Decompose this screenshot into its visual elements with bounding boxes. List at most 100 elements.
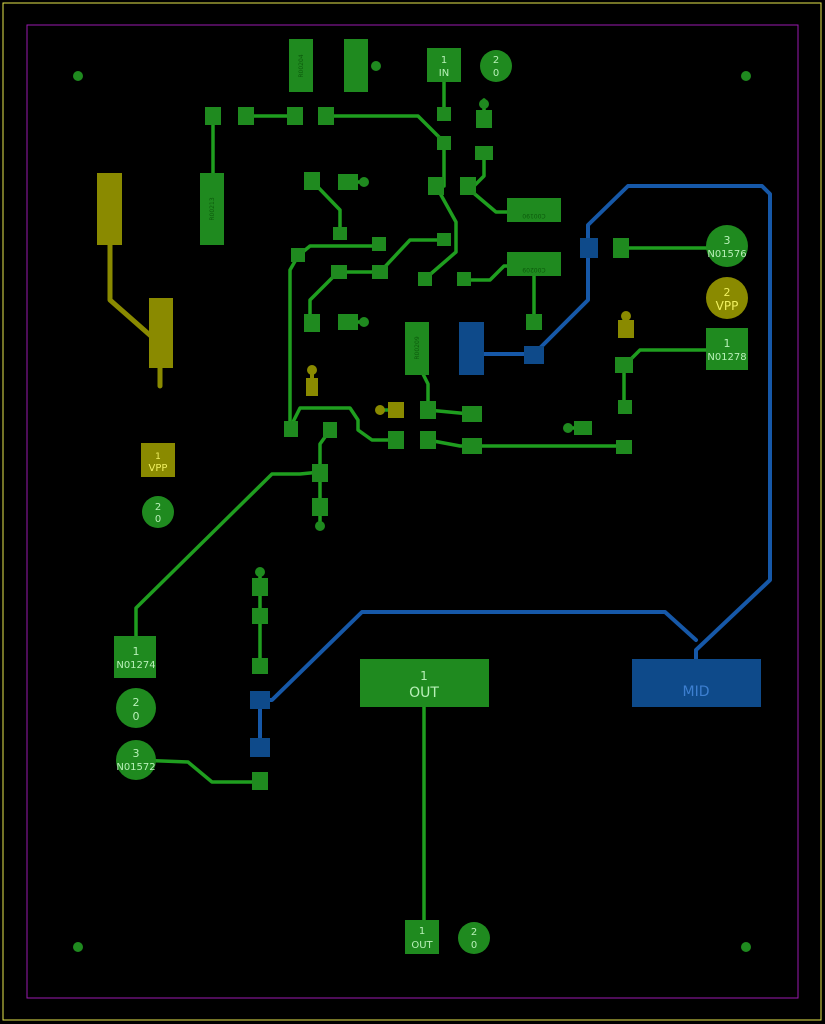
pad-n01274-num: 1	[133, 645, 140, 658]
blue-pad-small-3	[250, 691, 270, 709]
pad-n01274-label: N01274	[116, 660, 155, 671]
pad-l9-dot	[315, 521, 325, 531]
trace-blue-2	[470, 246, 590, 356]
pad-m2	[338, 174, 358, 190]
part-labels: R00204 R00213 R00209 C00190 C00209	[209, 54, 546, 359]
pad-in-gnd-net: 0	[493, 68, 499, 79]
pad-n01274-gnd-num: 2	[133, 696, 140, 709]
pad-m3	[428, 177, 444, 195]
pad-in-gnd-num: 2	[493, 55, 499, 66]
trace-top-24	[134, 428, 332, 642]
pad-m14-dot	[359, 317, 369, 327]
pad-out-small[interactable]	[405, 920, 439, 954]
pad-l3	[420, 401, 436, 419]
yellow-dot-a	[307, 365, 317, 375]
trace-top-9	[296, 244, 382, 258]
pad-m9	[331, 265, 347, 279]
pad-r5	[574, 421, 592, 435]
pad-s8	[475, 146, 493, 160]
pad-l4	[462, 406, 482, 422]
pad-out-big-num: 1	[420, 669, 428, 683]
pad-r1	[613, 238, 629, 258]
resistor-mid-tall	[405, 322, 429, 375]
pad-s5	[437, 107, 451, 121]
pad-n01572-label: N01572	[116, 762, 155, 773]
pad-in-gnd[interactable]	[480, 50, 512, 82]
capacitor-right-2	[507, 252, 561, 276]
pad-n01576[interactable]	[706, 225, 748, 267]
pad-n01278[interactable]	[706, 328, 748, 370]
pad-vpp-left-gnd-net: 0	[155, 514, 161, 525]
pad-labels: 1 IN 2 0 3 N01576 1 N01278 2 0 1 N01274 …	[116, 55, 746, 951]
pad-l13	[252, 772, 268, 790]
pad-l9	[312, 498, 328, 516]
pad-l6	[420, 431, 436, 449]
pad-out-gnd-num: 2	[471, 927, 477, 938]
pad-r3	[618, 400, 632, 414]
pad-r2	[615, 357, 633, 373]
pad-m2-dot	[359, 177, 369, 187]
part-label-r-left-tall: R00213	[209, 197, 216, 220]
trace-top-10	[288, 254, 300, 430]
pad-m7	[437, 233, 451, 246]
blue-pad-small-2	[580, 238, 598, 258]
mounting-hole-bl	[73, 942, 83, 952]
resistor-top-b-dot	[371, 61, 381, 71]
pad-out-gnd[interactable]	[458, 922, 490, 954]
yellow-pad-labels: 2 VPP 1 VPP	[149, 286, 739, 474]
yellow-part-left-bottom	[149, 298, 173, 368]
pad-l5	[388, 431, 404, 449]
pad-m5	[333, 227, 347, 240]
pad-l11	[252, 608, 268, 624]
pad-n01572[interactable]	[116, 740, 156, 780]
pad-m14	[338, 314, 358, 330]
pad-out-gnd-net: 0	[471, 940, 477, 951]
trace-top-27	[134, 758, 262, 784]
mounting-hole-tr	[741, 71, 751, 81]
part-label-r-top-a: R00204	[298, 54, 305, 77]
keepout-outline	[26, 24, 799, 999]
pad-l2	[323, 422, 337, 438]
yellow-pad-c	[618, 320, 634, 338]
trace-top-21	[288, 406, 398, 442]
pad-in-num: 1	[441, 55, 447, 66]
pad-l1	[284, 421, 298, 437]
trace-top-11	[336, 238, 446, 274]
pad-vpp-right[interactable]	[706, 277, 748, 319]
trace-top-22	[426, 438, 626, 448]
pad-out-big[interactable]	[360, 659, 489, 707]
pad-m6	[372, 237, 386, 251]
pad-s1	[205, 107, 221, 125]
pad-vpp-left-gnd-num: 2	[155, 502, 161, 513]
green-pads	[114, 39, 748, 954]
pad-n01572-num: 3	[133, 747, 140, 760]
pad-vpp-left-gnd[interactable]	[142, 496, 174, 528]
pad-vpp-left[interactable]	[141, 443, 175, 477]
yellow-pad-a	[306, 378, 318, 396]
pad-s2	[238, 107, 254, 125]
resistor-left-tall	[200, 173, 224, 245]
blue-pads	[250, 238, 761, 757]
pad-r5-dot	[563, 423, 573, 433]
pad-vpp-right-num: 2	[724, 286, 731, 299]
pad-l7	[462, 438, 482, 454]
pad-r4	[616, 440, 632, 454]
yellow-pad-b	[388, 402, 404, 418]
pad-n01278-label: N01278	[707, 352, 746, 363]
part-label-c-right-1: C00190	[522, 212, 545, 219]
pad-l10-dot	[255, 567, 265, 577]
pad-n01274-gnd[interactable]	[116, 688, 156, 728]
yellow-pads	[97, 173, 634, 418]
blue-pad-small-4	[250, 738, 270, 757]
pad-n01274[interactable]	[114, 636, 156, 678]
blue-pad-big-mid	[459, 322, 484, 375]
pad-vpp-left-label: VPP	[149, 463, 168, 474]
yellow-part-left-top	[97, 173, 122, 245]
capacitor-right-1	[507, 198, 561, 222]
pad-mid[interactable]	[632, 659, 761, 707]
pad-in[interactable]	[427, 48, 461, 82]
pad-n01274-gnd-net: 0	[133, 710, 140, 723]
trace-top-7	[311, 180, 342, 234]
